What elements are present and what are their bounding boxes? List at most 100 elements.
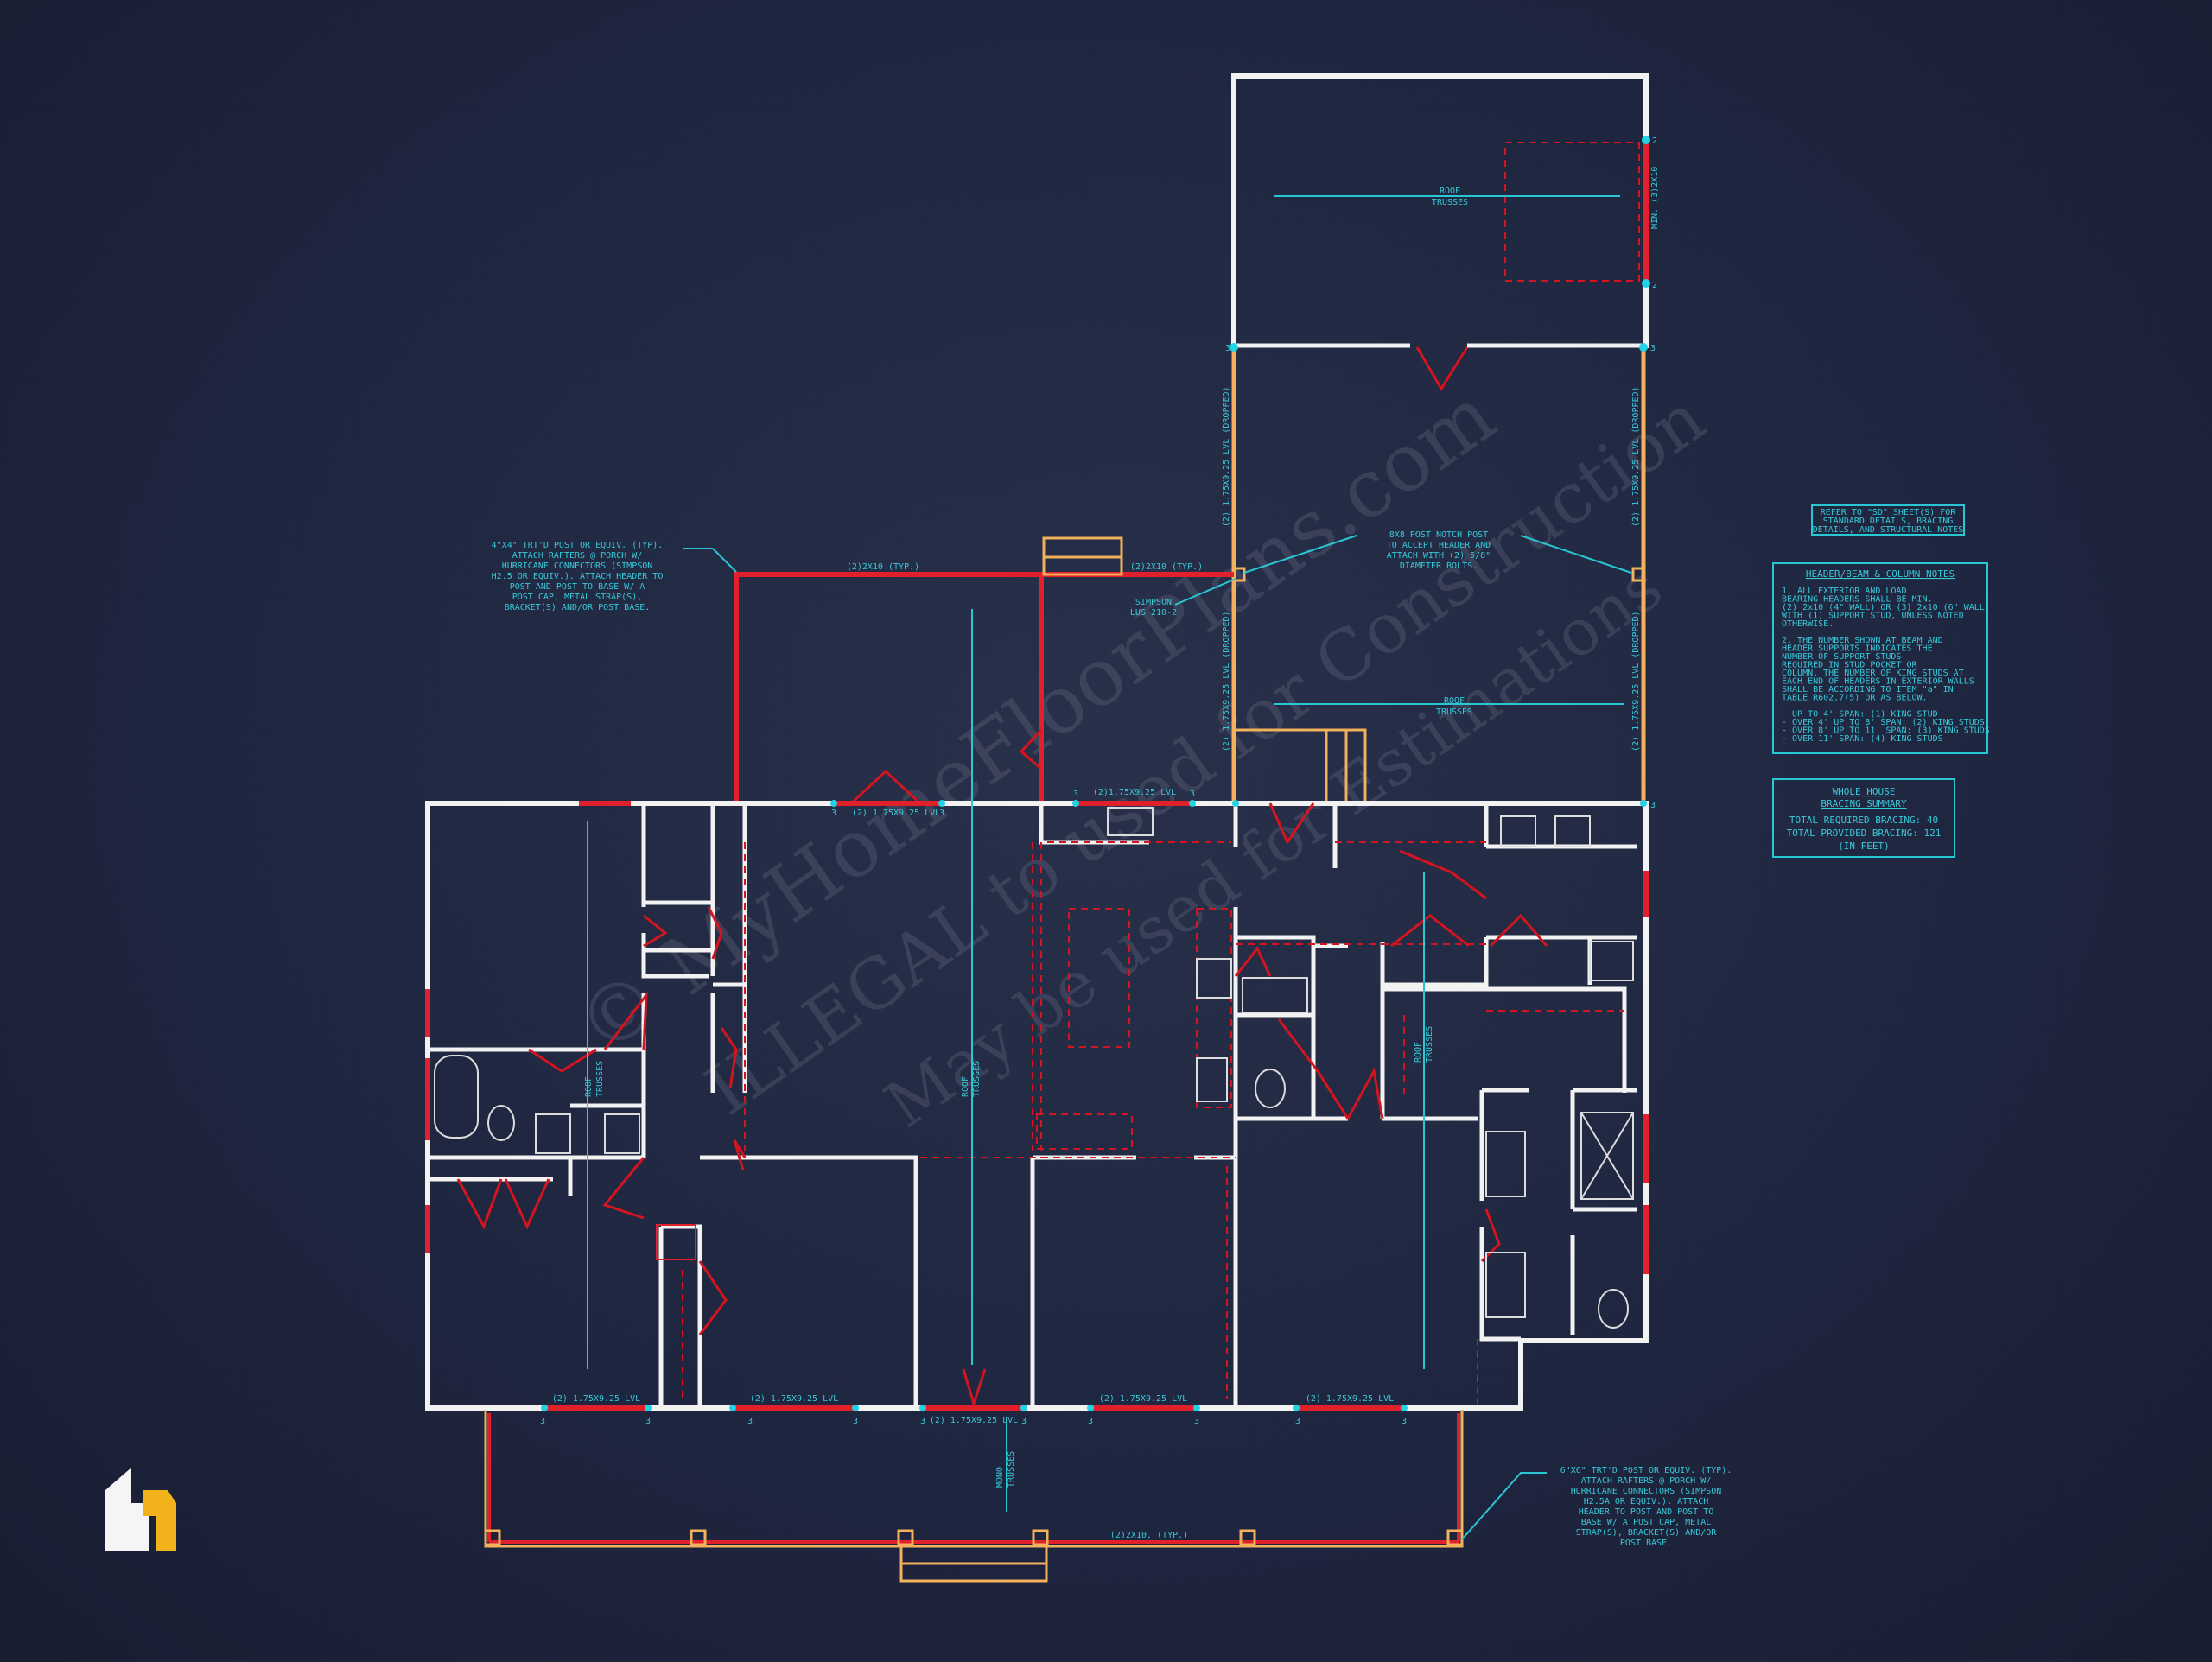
callout-simpson: SIMPSON LUS 210-2 bbox=[1130, 578, 1236, 618]
center-truss-roof-label: ROOF bbox=[961, 1076, 970, 1097]
breezeway-door bbox=[1268, 802, 1315, 846]
shower-icon bbox=[1580, 1112, 1634, 1200]
callout-right-post: 6"X6" TRT'D POST OR EQUIV. (TYP). ATTACH… bbox=[1461, 1466, 1732, 1548]
bracing-title: WHOLE HOUSE bbox=[1833, 786, 1896, 797]
header-note-line: - UP TO 4' SPAN: (1) KING STUD bbox=[1782, 710, 1938, 720]
closet-wall-2 bbox=[641, 933, 709, 979]
sink-icon bbox=[535, 1113, 571, 1154]
front-node bbox=[852, 1405, 859, 1411]
breezeway-node bbox=[1230, 343, 1238, 352]
garage-min-header-label: MIN. (3)2X10 bbox=[1650, 167, 1660, 229]
kitchen-node bbox=[1072, 800, 1079, 807]
toilet-icon bbox=[487, 1105, 515, 1141]
front-node bbox=[1087, 1405, 1094, 1411]
front-lvl-label-3: (2) 1.75X9.25 LVL bbox=[930, 1416, 1018, 1425]
callout-text: POST BASE. bbox=[1620, 1538, 1672, 1548]
header-note-line: COLUMN. THE NUMBER OF KING STUDS AT bbox=[1782, 669, 1964, 678]
callout-text: H2.5 OR EQUIV.). ATTACH HEADER TO bbox=[492, 572, 664, 581]
rear-node bbox=[830, 800, 837, 807]
callout-text: POST CAP, METAL STRAP(S), bbox=[512, 593, 643, 602]
kitchen-counter bbox=[1196, 908, 1232, 1108]
corner-node bbox=[1232, 800, 1239, 807]
callout-text: 8X8 POST NOTCH POST bbox=[1389, 530, 1488, 540]
closet-door-2 bbox=[720, 1027, 738, 1089]
right-truss-roof-label: ROOF bbox=[1414, 1042, 1423, 1063]
house-h-logo-icon bbox=[105, 1468, 176, 1551]
master-sink-icon-2 bbox=[1485, 1252, 1526, 1318]
header-notes-title: HEADER/BEAM & COLUMN NOTES bbox=[1806, 568, 1955, 580]
sink-icon bbox=[604, 1113, 640, 1154]
callout-text: HURRICANE CONNECTORS (SIMPSON bbox=[1571, 1487, 1722, 1496]
porch-post bbox=[1032, 1529, 1049, 1546]
garage-roof-label: ROOF bbox=[1440, 187, 1460, 196]
garage-post-node bbox=[1642, 136, 1650, 144]
bracing-unit: (IN FEET) bbox=[1838, 841, 1890, 852]
callout-text: BASE W/ A POST CAP, METAL bbox=[1581, 1518, 1712, 1527]
left-truss-trusses-label: TRUSSES bbox=[595, 1061, 605, 1097]
mono-label: MONO bbox=[995, 1467, 1005, 1488]
garage-entry-door bbox=[1415, 346, 1469, 391]
bath-door bbox=[528, 1048, 597, 1073]
bracing-title-2: BRACING SUMMARY bbox=[1821, 798, 1907, 809]
callout-left-post: 4"X4" TRT'D POST OR EQUIV. (TYP). ATTACH… bbox=[492, 541, 737, 612]
bedroom2-closet-door-2 bbox=[504, 1178, 550, 1230]
front-stud-count: 3 bbox=[645, 1417, 651, 1426]
front-stud-count: 3 bbox=[920, 1417, 925, 1426]
callout-text: 6"X6" TRT'D POST OR EQUIV. (TYP). bbox=[1560, 1466, 1732, 1475]
front-node bbox=[541, 1405, 548, 1411]
kitchen-bar bbox=[1036, 1113, 1133, 1150]
porch-post bbox=[484, 1529, 501, 1546]
rear-porch: (2)2X10 (TYP.) (2)2X10 (TYP.) bbox=[734, 536, 1234, 805]
living-west-wall bbox=[700, 1155, 918, 1408]
kitchen-stud-count: 3 bbox=[1073, 790, 1078, 799]
master-door bbox=[1346, 1067, 1384, 1120]
callout-text: TO ACCEPT HEADER AND bbox=[1387, 541, 1491, 550]
bracing-provided: TOTAL PROVIDED BRACING: 121 bbox=[1787, 828, 1942, 839]
hall-sink-icon bbox=[1242, 977, 1308, 1013]
header-note-line: OTHERWISE. bbox=[1782, 619, 1834, 629]
refer-note-box bbox=[1811, 504, 1965, 536]
header-note-line: - OVER 8' UP TO 11' SPAN: (3) KING STUDS bbox=[1782, 726, 1990, 736]
header-notes: HEADER/BEAM & COLUMN NOTES 1. ALL EXTERI… bbox=[1772, 562, 1990, 754]
breezeway-lvl-label-upper-right: (2) 1.75X9.25 LVL (DROPPED) bbox=[1631, 386, 1641, 527]
header-note-line: NUMBER OF SUPPORT STUDS bbox=[1782, 652, 1901, 662]
refer-note-text: REFER TO "SD" SHEET(S) FOR bbox=[1821, 508, 1957, 517]
callout-text: HEADER TO POST AND POST TO bbox=[1579, 1507, 1714, 1517]
fridge-icon bbox=[1196, 1057, 1228, 1102]
master-bath-west-2 bbox=[1479, 1227, 1521, 1342]
callout-leader bbox=[1520, 535, 1632, 574]
hall-toilet-icon bbox=[1255, 1069, 1286, 1108]
header-note-line: (2) 2x10 (4" WALL) OR (3) 2x10 (6" WALL) bbox=[1782, 603, 1990, 612]
kitchen-node bbox=[1189, 800, 1196, 807]
bracing-required: TOTAL REQUIRED BRACING: 40 bbox=[1789, 815, 1938, 826]
header-note-line: REQUIRED IN STUD POCKET OR bbox=[1782, 661, 1918, 670]
porch-post bbox=[690, 1529, 707, 1546]
breezeway-roof-label: ROOF bbox=[1444, 696, 1465, 706]
header-note-line: WITH (1) SUPPORT STUD, UNLESS NOTED bbox=[1782, 612, 1964, 621]
corner-stud-count: 3 bbox=[1650, 801, 1656, 810]
callout-text: HURRICANE CONNECTORS (SIMPSON bbox=[502, 561, 653, 571]
bedroom2-door bbox=[602, 1157, 645, 1220]
main-house: ROOF TRUSSES ROOF TRUSSES ROOF TRUSSES (… bbox=[425, 609, 1656, 1426]
breezeway-lvl-label-upper-left: (2) 1.75X9.25 LVL (DROPPED) bbox=[1222, 386, 1231, 527]
garage-stud-count: 2 bbox=[1652, 281, 1657, 290]
rear-porch-typ-label-2: (2)2X10 (TYP.) bbox=[1130, 562, 1203, 572]
front-stud-count: 3 bbox=[1295, 1417, 1300, 1426]
bedroom1-door bbox=[603, 991, 648, 1050]
callout-leader bbox=[1174, 578, 1236, 606]
callout-text: 4"X4" TRT'D POST OR EQUIV. (TYP). bbox=[492, 541, 664, 550]
callout-text: POST AND POST TO BASE W/ A bbox=[510, 582, 645, 592]
master-wic-wall bbox=[1380, 985, 1627, 1093]
notch-post-right bbox=[1631, 567, 1645, 582]
center-truss-trusses-label: TRUSSES bbox=[972, 1061, 982, 1097]
callout-text: H2.5A OR EQUIV.). ATTACH bbox=[1584, 1497, 1709, 1507]
refer-note-text: STANDARD DETAILS, BRACING bbox=[1823, 517, 1954, 526]
garage-exterior-wall bbox=[1231, 73, 1649, 214]
header-note-line: EACH END OF HEADERS IN EXTERIOR WALLS bbox=[1782, 677, 1974, 687]
callout-text: ATTACH WITH (2) 5/8" bbox=[1387, 551, 1491, 561]
laundry-right-door bbox=[1390, 914, 1470, 948]
pantry-wall bbox=[1486, 935, 1592, 985]
utility-door bbox=[1234, 946, 1272, 977]
header-note-line: - OVER 4' UP TO 8' SPAN: (2) KING STUDS bbox=[1782, 718, 1985, 727]
front-stud-count: 3 bbox=[1194, 1417, 1199, 1426]
